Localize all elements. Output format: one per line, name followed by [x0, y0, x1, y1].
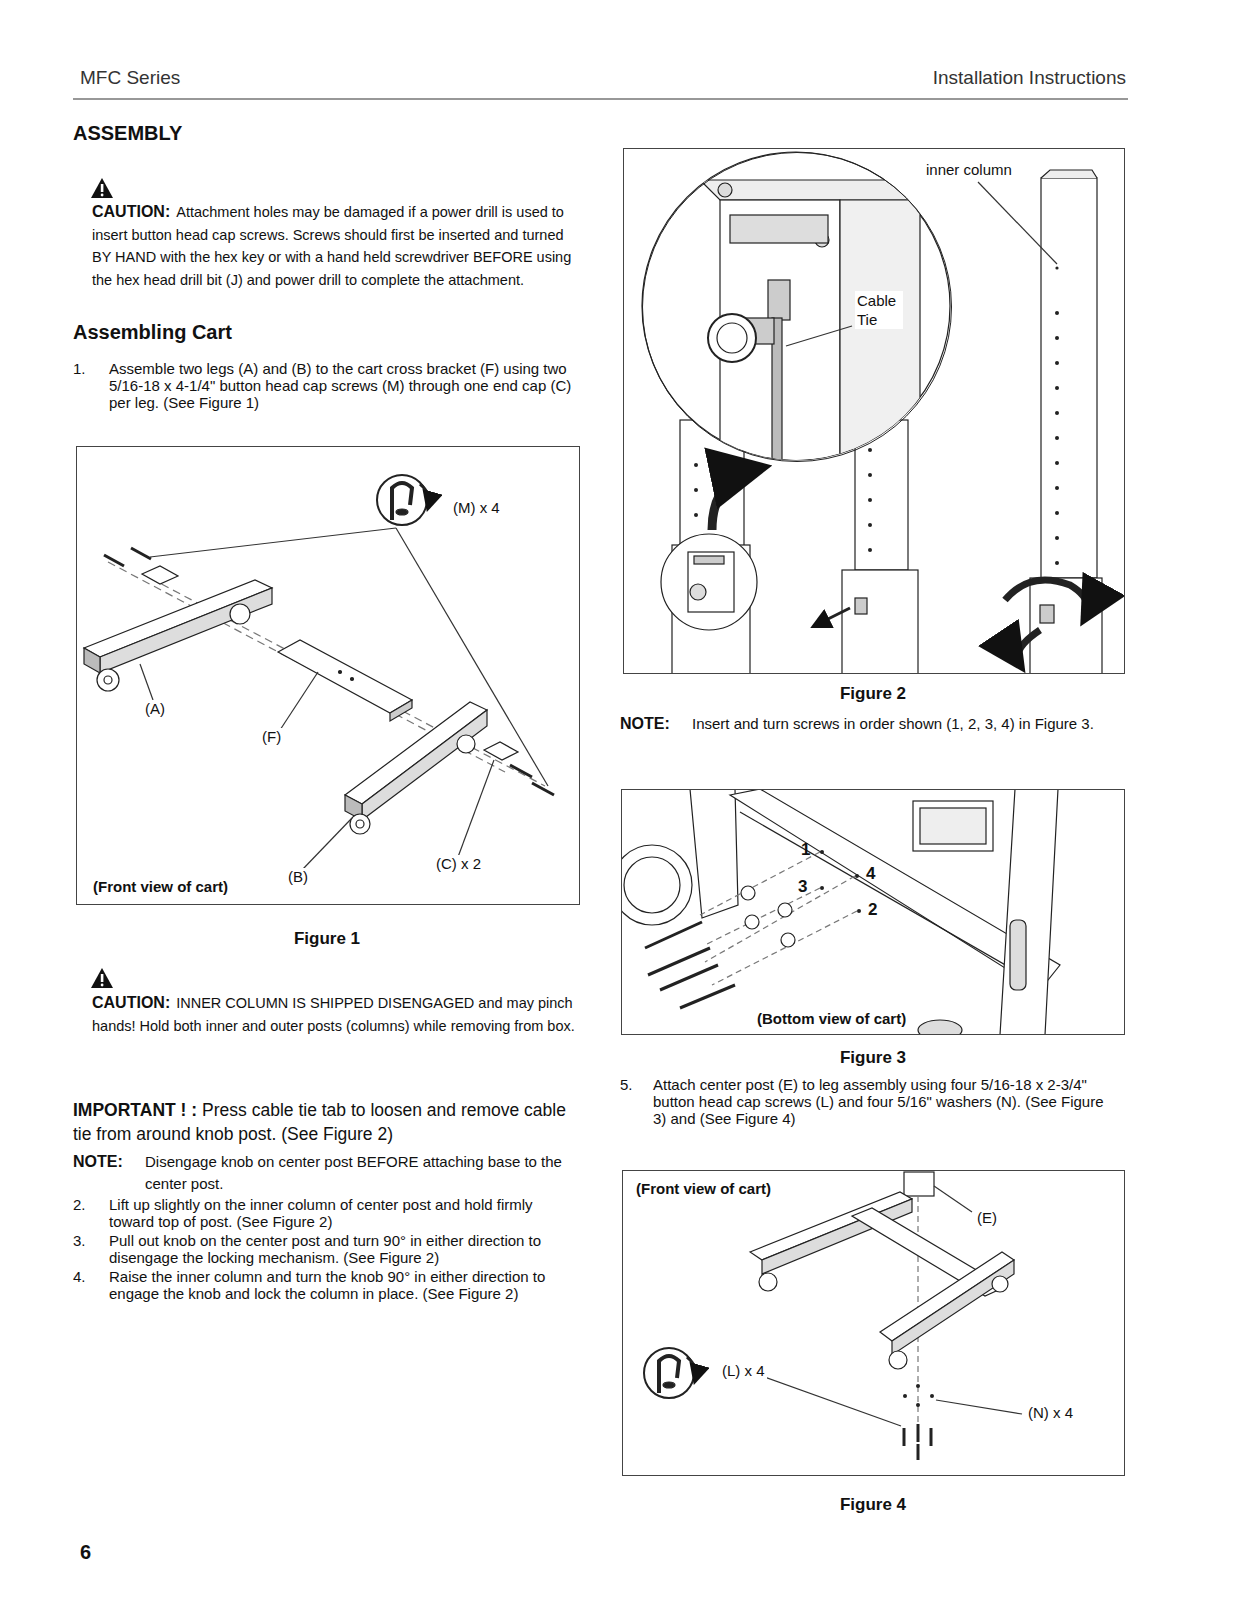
figure-frame: (Bottom view of cart) — [621, 789, 1125, 1035]
step-number: 5. — [620, 1076, 633, 1093]
callout-number: 2 — [868, 900, 877, 920]
note-label: NOTE: — [73, 1151, 123, 1173]
figure-frame: (Front view of cart) — [76, 446, 580, 905]
part-label: (B) — [286, 868, 310, 885]
figure-label: (Front view of cart) — [634, 1180, 773, 1197]
caution-icon — [91, 178, 113, 988]
step-list: 2.Lift up slightly on the inner column o… — [73, 1196, 581, 1304]
figure-caption: Figure 3 — [813, 1048, 933, 1068]
note-text: Insert and turn screws in order shown (1… — [692, 712, 1120, 735]
part-label: (M) x 4 — [451, 499, 502, 516]
subheading: Assembling Cart — [73, 321, 232, 344]
note-text: Disengage knob on center post BEFORE att… — [145, 1151, 578, 1195]
caution-label: CAUTION: — [92, 203, 170, 220]
step-row: 2.Lift up slightly on the inner column o… — [73, 1196, 581, 1230]
step-number: 1. — [73, 360, 86, 377]
figure-caption: Figure 2 — [813, 684, 933, 704]
step-number: 3. — [73, 1232, 109, 1266]
part-label: (L) x 4 — [720, 1362, 767, 1379]
callout-number: 1 — [801, 840, 810, 860]
part-label: (F) — [260, 728, 283, 745]
note-block: NOTE: Disengage knob on center post BEFOR… — [73, 1151, 578, 1195]
base-assembly-illustration — [644, 1172, 1022, 1460]
part-label: (C) x 2 — [434, 855, 483, 872]
step-text: Lift up slightly on the inner column of … — [109, 1196, 581, 1230]
step-number: 2. — [73, 1196, 109, 1230]
figure-label: (Front view of cart) — [91, 878, 230, 895]
figure-caption: Figure 1 — [267, 929, 387, 949]
callout-number: 4 — [866, 864, 875, 884]
figure-label: Cable Tie — [855, 291, 903, 329]
cart-exploded-view — [84, 475, 554, 870]
step-text: Attach center post (E) to leg assembly u… — [653, 1076, 1121, 1127]
caution-label: CAUTION: — [92, 994, 170, 1011]
part-label: (E) — [975, 1209, 999, 1226]
figure-label: inner column — [924, 161, 1014, 178]
figure-caption: Figure 4 — [813, 1495, 933, 1515]
part-label: (N) x 4 — [1026, 1404, 1075, 1421]
important-label: IMPORTANT ! : — [73, 1100, 197, 1120]
running-header: Installation Instructions — [933, 67, 1126, 89]
note-block: NOTE: Insert and turn screws in order sho… — [620, 712, 1120, 735]
important-block: IMPORTANT ! :Press cable tie tab to loos… — [73, 1098, 578, 1146]
step-text: Raise the inner column and turn the knob… — [109, 1268, 581, 1302]
caution-block: CAUTION:Attachment holes may be damaged … — [92, 201, 582, 291]
magnifier-circle: Cable Tie — [642, 152, 952, 462]
note-label: NOTE: — [620, 712, 670, 735]
running-header: MFC Series — [80, 67, 180, 89]
callout-number: 3 — [798, 877, 807, 897]
center-post-illustration — [642, 152, 1102, 673]
step-row: 3.Pull out knob on the center post and t… — [73, 1232, 581, 1266]
bottom-view-illustration — [622, 790, 1060, 1034]
step-text: Assemble two legs (A) and (B) to the car… — [109, 360, 581, 411]
step-text: Pull out knob on the center post and tur… — [109, 1232, 581, 1266]
step-row: 4.Raise the inner column and turn the kn… — [73, 1268, 581, 1302]
section-heading: ASSEMBLY — [73, 122, 182, 145]
page-number: 6 — [80, 1541, 91, 1564]
figure-label: (Bottom view of cart) — [755, 1010, 908, 1027]
part-label: (A) — [143, 700, 167, 717]
figure-frame: (Front view of cart) — [622, 1170, 1125, 1476]
header-rule — [73, 98, 1128, 99]
step-number: 4. — [73, 1268, 109, 1302]
figure-frame: inner columnCable Tie — [623, 148, 1125, 674]
caution-block: CAUTION:INNER COLUMN IS SHIPPED DISENGAG… — [92, 992, 582, 1037]
